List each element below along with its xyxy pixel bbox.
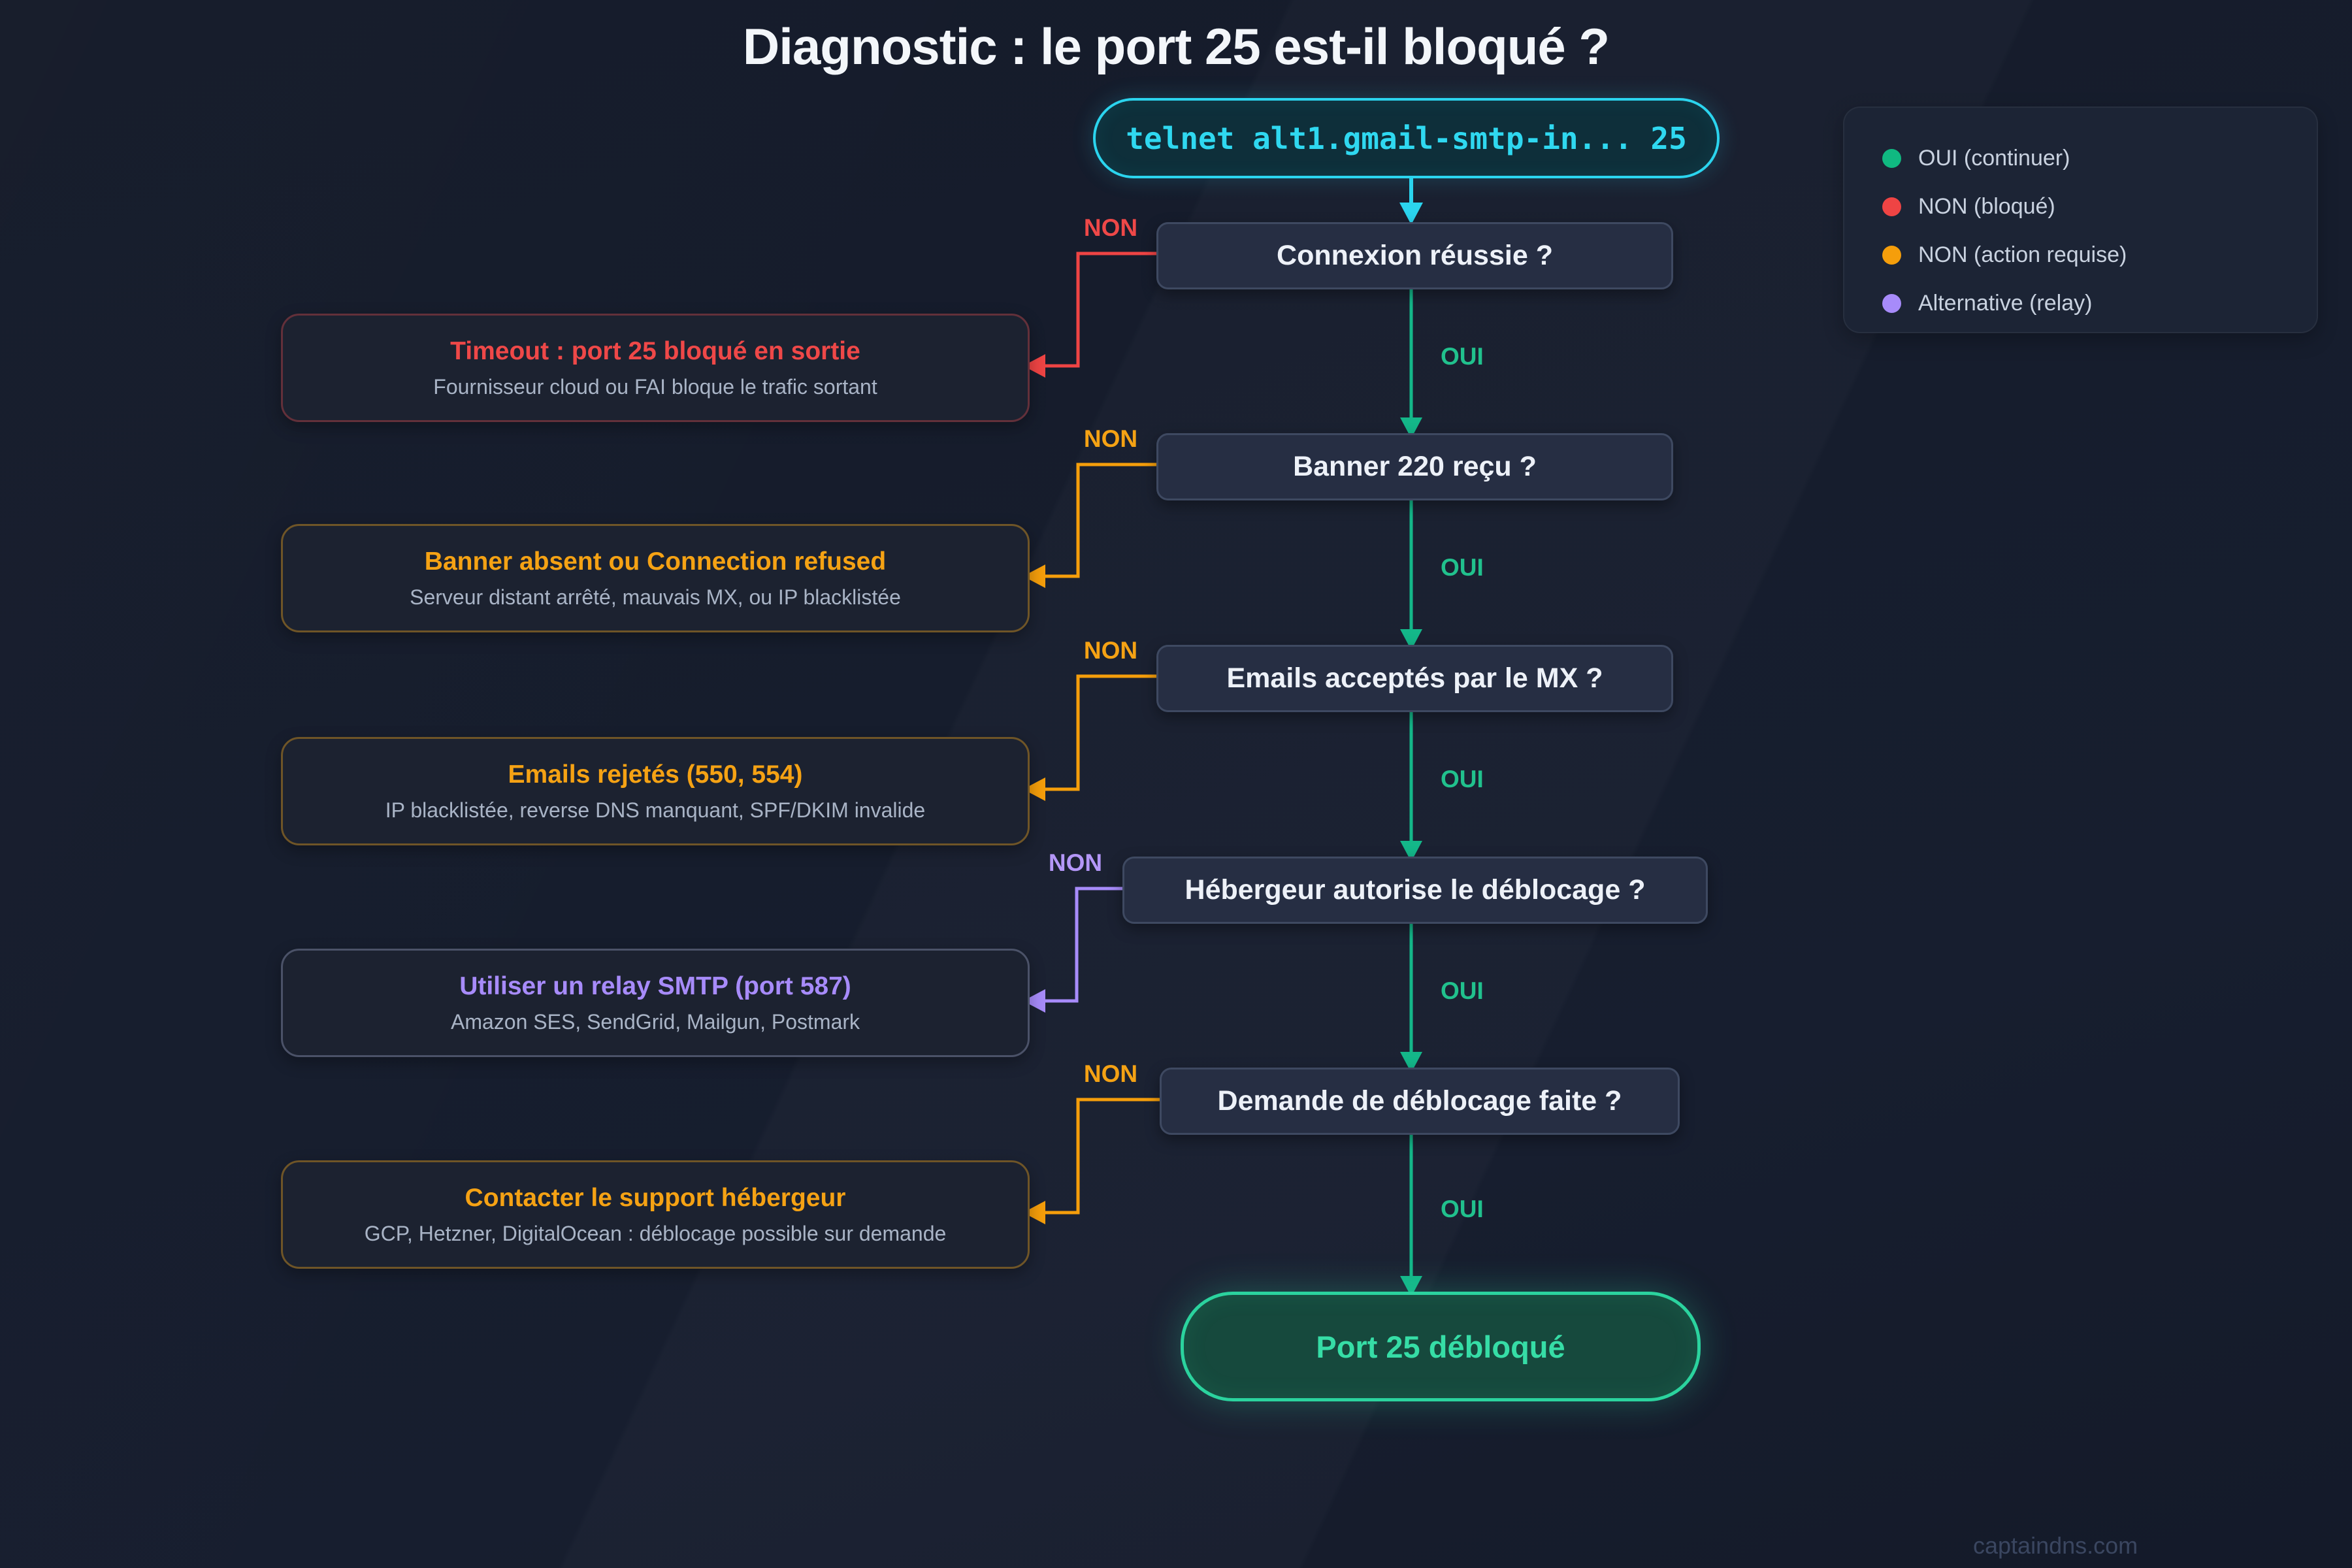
arrowhead-entry [1399, 203, 1423, 225]
legend-item-alternative: Alternative (relay) [1882, 279, 2317, 327]
legend-item-oui: OUI (continuer) [1882, 134, 2317, 182]
watermark: captaindns.com [1973, 1532, 2138, 1559]
final-port-25-debloque: Port 25 débloqué [1181, 1292, 1701, 1401]
edge-label-non-4: NON [1048, 849, 1103, 876]
decision-question: Hébergeur autorise le déblocage ? [1184, 874, 1646, 906]
outcome-subtitle: Amazon SES, SendGrid, Mailgun, Postmark [450, 1009, 860, 1034]
decision-demande-deblocage: Demande de déblocage faite ? [1160, 1068, 1680, 1135]
decision-banner-220: Banner 220 reçu ? [1156, 433, 1673, 500]
edge-label-non-5: NON [1083, 1060, 1138, 1087]
connector-non-4 [1045, 887, 1122, 1003]
legend-dot-green-icon [1882, 148, 1901, 168]
decision-emails-acceptes: Emails acceptés par le MX ? [1156, 645, 1673, 712]
outcome-subtitle: IP blacklistée, reverse DNS manquant, SP… [385, 798, 926, 822]
outcome-emails-rejetes: Emails rejetés (550, 554) IP blacklistée… [281, 737, 1030, 845]
outcome-contacter-support: Contacter le support hébergeur GCP, Hetz… [281, 1160, 1030, 1269]
edge-label-oui-5: OUI [1441, 1196, 1484, 1222]
outcome-timeout-bloque: Timeout : port 25 bloqué en sortie Fourn… [281, 314, 1030, 422]
edge-label-non-1: NON [1083, 214, 1138, 241]
connector-non-2 [1045, 463, 1156, 578]
terminal-command-text: telnet alt1.gmail-smtp-in... 25 [1126, 120, 1687, 156]
decision-question: Demande de déblocage faite ? [1217, 1085, 1622, 1117]
outcome-title: Contacter le support hébergeur [465, 1183, 846, 1212]
outcome-title: Emails rejetés (550, 554) [508, 760, 803, 789]
edge-label-oui-1: OUI [1441, 343, 1484, 370]
outcome-subtitle: Fournisseur cloud ou FAI bloque le trafi… [433, 374, 877, 399]
connector-non-3 [1045, 674, 1156, 791]
final-label: Port 25 débloqué [1316, 1329, 1565, 1364]
legend-dot-purple-icon [1882, 293, 1901, 313]
outcome-banner-absent: Banner absent ou Connection refused Serv… [281, 524, 1030, 632]
decision-hebergeur-autorise: Hébergeur autorise le déblocage ? [1122, 857, 1708, 924]
terminal-command-node: telnet alt1.gmail-smtp-in... 25 [1093, 98, 1720, 178]
decision-question: Banner 220 reçu ? [1293, 451, 1537, 482]
outcome-title: Timeout : port 25 bloqué en sortie [450, 336, 860, 365]
edge-label-oui-4: OUI [1441, 977, 1484, 1004]
legend: OUI (continuer) NON (bloqué) NON (action… [1843, 106, 2318, 333]
edge-label-oui-2: OUI [1441, 554, 1484, 581]
legend-item-non-bloque: NON (bloqué) [1882, 182, 2317, 231]
outcome-title: Utiliser un relay SMTP (port 587) [459, 972, 851, 1000]
legend-label: NON (action requise) [1918, 242, 2127, 267]
decision-connexion-reussie: Connexion réussie ? [1156, 222, 1673, 289]
outcome-title: Banner absent ou Connection refused [424, 547, 887, 576]
outcome-subtitle: Serveur distant arrêté, mauvais MX, ou I… [410, 585, 901, 609]
legend-label: NON (bloqué) [1918, 193, 2055, 219]
legend-label: Alternative (relay) [1918, 290, 2093, 316]
decision-question: Emails acceptés par le MX ? [1226, 662, 1603, 694]
outcome-relay-smtp: Utiliser un relay SMTP (port 587) Amazon… [281, 949, 1030, 1057]
decision-question: Connexion réussie ? [1277, 240, 1553, 271]
edge-label-non-2: NON [1083, 425, 1138, 452]
legend-item-non-action: NON (action requise) [1882, 231, 2317, 279]
edge-label-oui-3: OUI [1441, 766, 1484, 792]
legend-dot-red-icon [1882, 197, 1901, 216]
legend-label: OUI (continuer) [1918, 145, 2070, 171]
outcome-subtitle: GCP, Hetzner, DigitalOcean : déblocage p… [364, 1221, 947, 1245]
page-title: Diagnostic : le port 25 est-il bloqué ? [742, 18, 1610, 75]
connector-non-1 [1045, 252, 1156, 368]
connector-non-5 [1045, 1098, 1160, 1215]
legend-dot-orange-icon [1882, 245, 1901, 265]
edge-label-non-3: NON [1083, 637, 1138, 664]
